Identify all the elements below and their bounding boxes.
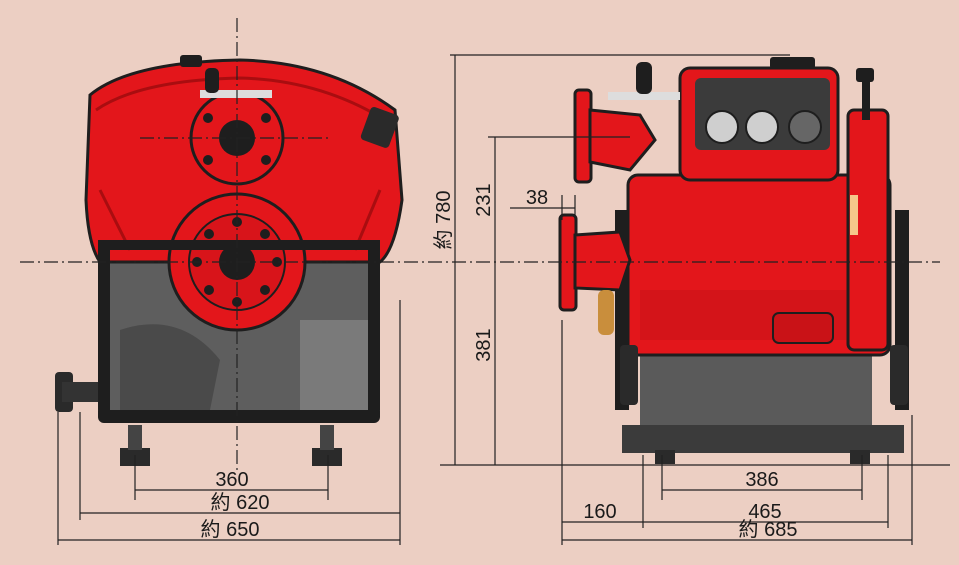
dim-38-label: 38 (526, 187, 548, 209)
dim-231-label: 231 (473, 183, 495, 216)
dim-360-label: 360 (215, 469, 248, 491)
dimension-labels: 360 約 620 約 650 約 780 231 381 38 386 160… (201, 183, 798, 541)
center-lines (20, 18, 940, 470)
dim-465-label: 465 (748, 501, 781, 523)
dim-620-label: 約 620 (211, 491, 270, 514)
dim-386-label: 386 (745, 469, 778, 491)
dim-381-label: 381 (473, 328, 495, 361)
dim-780-label: 約 780 (432, 191, 455, 250)
side-view-pump (558, 57, 909, 464)
dimension-lines (57, 54, 950, 545)
dim-160-label: 160 (583, 501, 616, 523)
dim-650-label: 約 650 (201, 518, 260, 541)
dim-685-label: 約 685 (739, 518, 798, 541)
front-view-pump (55, 55, 404, 466)
